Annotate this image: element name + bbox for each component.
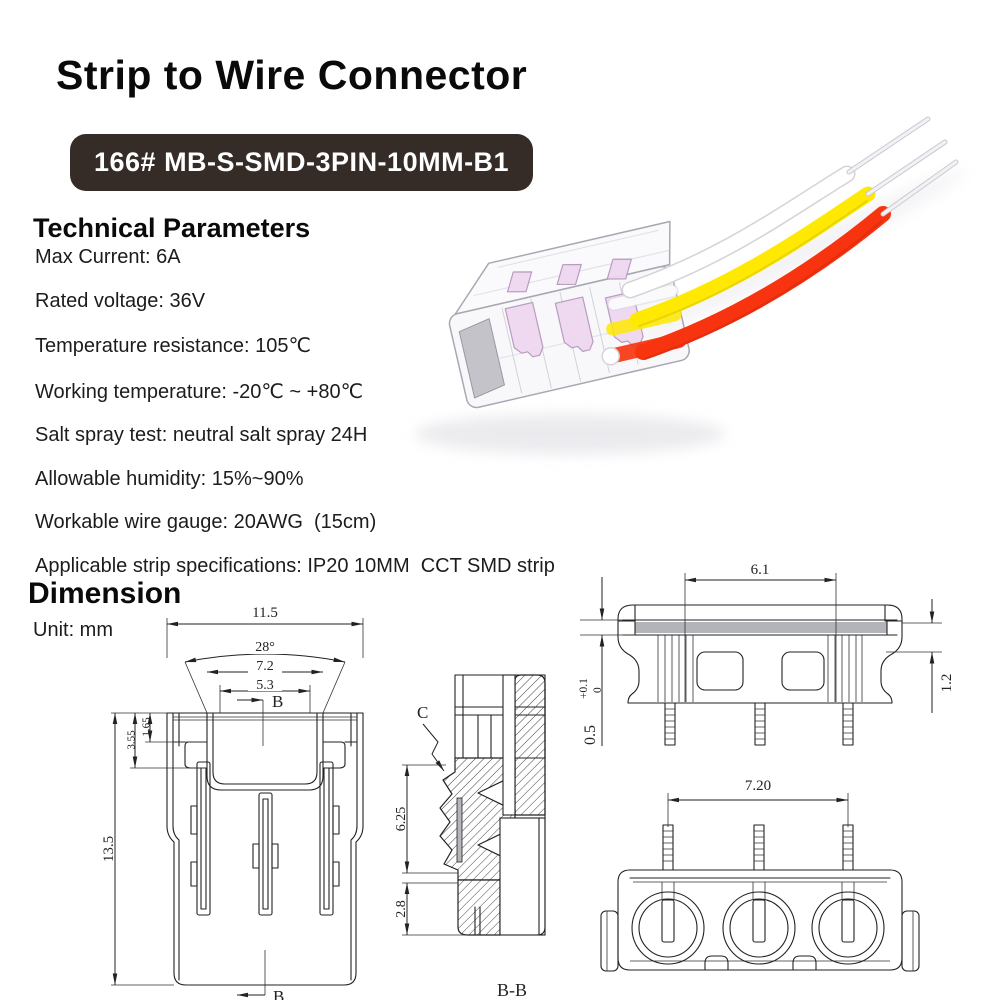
dim-depth-ledge: 1.65 bbox=[141, 717, 153, 737]
yellow-wire-tip bbox=[866, 140, 947, 196]
section-mark-bottom: B bbox=[273, 987, 284, 1000]
dimension-heading: Dimension bbox=[28, 577, 182, 610]
technical-parameters-heading: Technical Parameters bbox=[33, 213, 311, 243]
spec-salt-spray: Salt spray test: neutral salt spray 24H bbox=[35, 424, 368, 446]
bottom-view-body bbox=[600, 824, 920, 972]
red-wire-tip bbox=[881, 160, 958, 216]
dim-strip-tol-upper: +0.1 bbox=[578, 678, 590, 699]
side-view-dimensions: 6.1 1.2 0.5 +0.1 0 bbox=[578, 562, 955, 746]
spec-working-temperature: Working temperature: -20℃ ~ +80℃ bbox=[35, 380, 364, 403]
side-pins bbox=[664, 702, 854, 746]
section-view-body bbox=[439, 674, 546, 936]
red-wire-shade bbox=[644, 220, 883, 360]
dim-angle: 28° bbox=[255, 640, 275, 655]
page-title: Strip to Wire Connector bbox=[56, 52, 528, 98]
bottom-view-drawing: 7.20 bbox=[600, 778, 920, 972]
wires bbox=[621, 116, 959, 360]
dim-height-body: 6.25 bbox=[394, 807, 409, 832]
dim-height-base: 2.8 bbox=[394, 900, 409, 918]
dim-width-cup: 7.2 bbox=[256, 659, 274, 674]
white-wire-stub bbox=[608, 285, 678, 310]
contact-slots bbox=[190, 761, 340, 916]
dim-depth-step: 3.55 bbox=[126, 730, 138, 750]
spec-wire-gauge: Workable wire gauge: 20AWG (15cm) bbox=[35, 511, 377, 533]
connector-shadow bbox=[415, 414, 725, 454]
side-view-drawing: 6.1 1.2 0.5 +0.1 0 bbox=[578, 562, 955, 746]
connector-open-mouth bbox=[458, 317, 506, 399]
dimension-unit: Unit: mm bbox=[33, 619, 113, 641]
red-wire-end-cap bbox=[601, 347, 620, 366]
side-ribs bbox=[657, 635, 863, 702]
product-photo bbox=[415, 116, 966, 454]
model-badge: 166# MB-S-SMD-3PIN-10MM-B1 bbox=[70, 134, 534, 191]
front-view-body bbox=[166, 712, 364, 986]
connector-body bbox=[448, 220, 690, 409]
side-view-body bbox=[617, 604, 903, 746]
dim-width-ribs: 6.1 bbox=[751, 562, 770, 578]
spec-humidity: Allowable humidity: 15%~90% bbox=[35, 467, 304, 490]
section-view-dimensions: C 6.25 2.8 B-B bbox=[394, 703, 527, 1000]
spec-strip-specifications: Applicable strip specifications: IP20 10… bbox=[35, 554, 555, 577]
red-wire bbox=[635, 206, 891, 360]
dim-lip-height: 1.2 bbox=[939, 674, 955, 693]
bottom-pins bbox=[662, 824, 854, 871]
yellow-wire bbox=[629, 186, 876, 328]
spec-max-current: Max Current: 6A bbox=[35, 246, 181, 268]
dim-strip-tol-value: 0.5 bbox=[582, 725, 599, 745]
model-badge-label: 166# MB-S-SMD-3PIN-10MM-B1 bbox=[94, 147, 510, 177]
dim-width-total: 11.5 bbox=[252, 605, 278, 621]
dim-strip-tol-lower: 0 bbox=[592, 687, 604, 693]
spec-temperature-resistance: Temperature resistance: 105℃ bbox=[35, 335, 311, 357]
section-view-label: B-B bbox=[497, 980, 527, 1000]
front-view-dimensions: 11.5 28° 7.2 5.3 B B 13.5 bbox=[101, 605, 364, 1000]
detail-mark: C bbox=[417, 703, 428, 722]
wire-ports bbox=[631, 882, 885, 965]
yellow-wire-shade bbox=[638, 200, 868, 327]
section-mark-top: B bbox=[272, 692, 283, 711]
spec-list: Max Current: 6A Rated voltage: 36V Tempe… bbox=[35, 246, 635, 598]
white-wire-tip bbox=[847, 117, 930, 174]
dim-height: 13.5 bbox=[101, 836, 117, 862]
spec-rated-voltage: Rated voltage: 36V bbox=[35, 289, 206, 312]
dim-pin-pitch: 7.20 bbox=[745, 778, 771, 794]
white-wire bbox=[623, 167, 854, 297]
front-view-drawing: 11.5 28° 7.2 5.3 B B 13.5 bbox=[101, 605, 364, 1000]
section-view-drawing: C 6.25 2.8 B-B bbox=[394, 674, 546, 1000]
dim-width-inner: 5.3 bbox=[256, 678, 274, 693]
strip-channel bbox=[635, 622, 887, 633]
bottom-view-dimensions: 7.20 bbox=[667, 778, 849, 827]
